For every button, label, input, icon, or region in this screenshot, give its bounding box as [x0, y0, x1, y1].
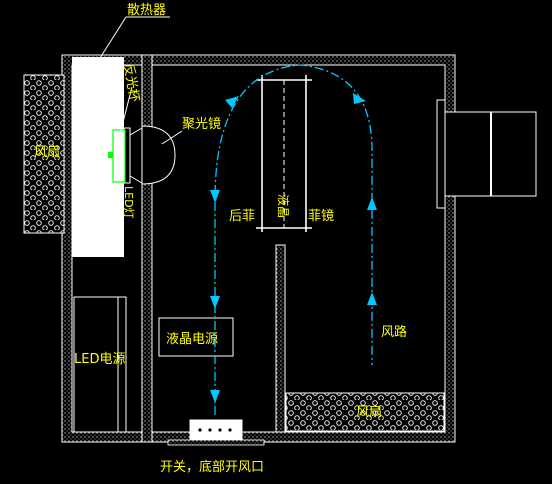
airflow-arrow-curve-right — [353, 93, 366, 104]
inner-wall — [141, 54, 153, 443]
left-fan-grille — [23, 74, 65, 234]
label-fan-left: 风扇 — [34, 144, 60, 160]
label-led-lamp: LED灯 — [122, 186, 135, 219]
labels: 散热器 反光杯 风扇 聚光镜 LED灯 后菲 液晶 菲镜 液晶电源 LED电源 … — [34, 3, 407, 475]
label-fresnel: 菲镜 — [308, 209, 334, 224]
airflow-arrow-down-1 — [210, 190, 220, 203]
airflow-arrow-up-1 — [367, 197, 377, 210]
label-reflector: 反光杯 — [120, 62, 142, 103]
label-lcd-power: 液晶电源 — [166, 332, 218, 347]
label-airflow: 风路 — [381, 324, 407, 340]
airflow-arrow-down-3 — [210, 390, 220, 403]
airflow-arrows — [210, 93, 377, 403]
airflow-arrow-down-2 — [210, 296, 220, 309]
heatsink — [72, 57, 124, 257]
label-switch-vent: 开关，底部开风口 — [160, 459, 264, 475]
label-condenser: 聚光镜 — [182, 117, 221, 132]
label-heatsink: 散热器 — [127, 3, 166, 18]
label-fan-bottom: 风扇 — [356, 404, 382, 420]
airflow-paths — [214, 64, 373, 415]
airflow-arrow-curve-left — [225, 96, 239, 108]
leader-lines — [99, 16, 183, 145]
label-rear-fresnel: 后菲 — [229, 209, 255, 224]
switch — [167, 419, 265, 446]
led-power-box — [73, 296, 127, 433]
housing — [61, 54, 456, 443]
partition-wall — [275, 244, 286, 433]
led-lamp-assembly — [108, 127, 143, 184]
label-led-power: LED电源 — [74, 352, 125, 367]
projection-lens — [436, 99, 537, 209]
airflow-arrow-up-2 — [367, 292, 377, 305]
label-lcd: 液晶 — [276, 194, 291, 218]
bottom-fan-grille — [285, 392, 445, 432]
lcd-power-box — [158, 317, 234, 357]
